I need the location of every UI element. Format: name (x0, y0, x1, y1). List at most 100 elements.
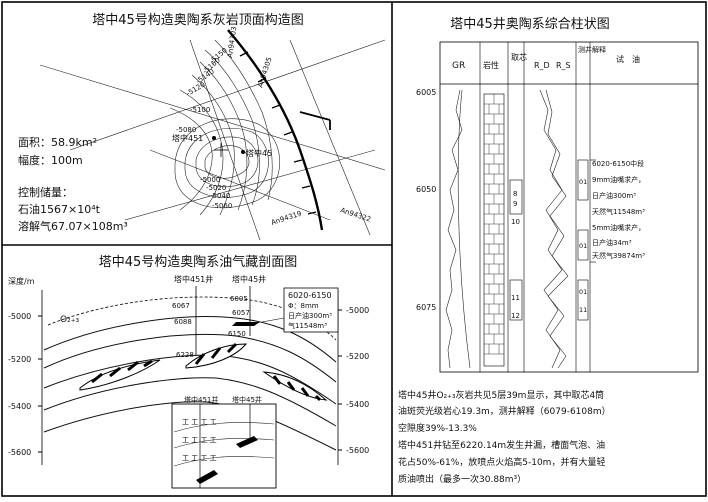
well-451-marker (212, 136, 216, 140)
contour-label: -5080 (176, 126, 196, 134)
contour-label: -5060 (212, 202, 232, 210)
interp-interval (577, 159, 589, 201)
depth-mark: 6150 (228, 330, 246, 338)
pay-zone-marker (232, 322, 260, 326)
right-depth-label: -5400 (346, 400, 369, 409)
test-line: 天然气11548m³ (592, 207, 645, 216)
left-depth-ticks (38, 315, 42, 453)
cross-section-panel: 塔中45号构造奥陶系油气藏剖面图 深度/m -5000 -5200 -5400 … (8, 254, 369, 489)
test-box-line: 6020-6150 (288, 291, 332, 300)
header-rd: R_D (534, 61, 550, 70)
note-line: 塔中451井钻至6220.14m发生井漏，槽面气泡、油 (398, 439, 605, 451)
test-line: 6020-6150中段 (592, 159, 644, 168)
contour-5120 (191, 74, 235, 216)
core-number: 9 (513, 200, 517, 208)
interp-number: 11 (579, 306, 587, 314)
inset-symbols: 工 工 工 工 (182, 454, 217, 462)
relief-label: 幅度：100m (18, 153, 83, 167)
right-depth-label: -5200 (346, 352, 369, 361)
stratum-1 (43, 316, 337, 363)
test-line: 9mm油嘴求产， (592, 175, 645, 184)
column-depth: 6075 (416, 303, 436, 312)
fault-line (227, 29, 324, 231)
right-depth-label: -5600 (346, 446, 369, 455)
gr-curve (445, 89, 463, 369)
contour-5040 (184, 128, 269, 198)
left-depth-label: -5000 (8, 312, 31, 321)
column-depth: 6050 (416, 185, 436, 194)
well-45-label: 塔中45 (246, 148, 272, 158)
column-frame (439, 41, 699, 373)
header-log-interp: 测井解释 (578, 45, 606, 54)
core-interval (509, 179, 523, 215)
structure-map-title: 塔中45号构造奥陶系灰岩顶面构造图 (92, 12, 304, 28)
inset-well-45: 塔中45井 (232, 395, 262, 404)
survey-line-1 (39, 64, 386, 171)
stratum-2 (43, 334, 337, 383)
note-line: 花占50%-61%，放喷点火焰高5-10m，并有大量轻 (398, 456, 605, 468)
test-box-line: 日产油300m³ (288, 311, 332, 320)
left-depth-label: -5200 (8, 355, 31, 364)
core-number: 10 (511, 218, 520, 226)
note-line: 质油喷出（最多一次30.88m³） (398, 473, 526, 485)
test-line: 日产油34m³ (592, 238, 632, 247)
reservoir-right-hatch (272, 375, 322, 402)
left-depth-label: -5400 (8, 402, 31, 411)
reservoir-center (185, 343, 248, 369)
inset-symbols: 工 工 工 工 (182, 436, 217, 444)
inset-well-451: 塔中451井 (184, 395, 218, 404)
test-result-box (283, 287, 339, 333)
contour-5060 (174, 118, 280, 209)
rd-curve (539, 89, 563, 369)
left-depth-label: -5600 (8, 448, 31, 457)
fault-ticks (239, 51, 317, 215)
core-number: 11 (511, 294, 520, 302)
right-depth-label: -5000 (346, 306, 369, 315)
contour-label: -5040 (210, 192, 230, 200)
lithology-column (483, 93, 505, 367)
survey-line-4 (149, 149, 331, 221)
contour-label: -5120 (185, 81, 207, 98)
depth-axis-label: 深度/m (8, 276, 35, 286)
interp-number: 01 (579, 242, 587, 250)
structure-map-panel: 塔中45号构造奥陶系灰岩顶面构造图 -5150 -5160 -5140 -512… (18, 12, 386, 241)
well-451-label: 塔中451 (172, 133, 203, 143)
column-depth: 6005 (416, 88, 436, 97)
stratum-4 (43, 377, 337, 427)
survey-line-5 (189, 39, 261, 241)
test-box-line: 气11548m³ (288, 321, 327, 330)
note-line: 塔中45井O₂₊₃灰岩共见5层39m显示，其中取芯4筒 (398, 389, 604, 401)
contour-5160 (204, 49, 260, 206)
test-line: 天然气39874m³ (592, 251, 645, 260)
formation-label: O₂₊₃ (60, 315, 79, 325)
interp-number: 01 (579, 288, 587, 296)
survey-line-2 (69, 39, 386, 151)
inset-strata (173, 422, 275, 467)
area-label: 面积：58.9km² (18, 136, 97, 149)
rs-curve (545, 89, 569, 369)
reservoir-center-hatch (194, 342, 238, 365)
fault-branch (299, 111, 331, 130)
oil-reserve: 石油1567×10⁴t (18, 202, 101, 216)
interp-number: 01 (579, 178, 587, 186)
survey-line-3 (124, 149, 376, 221)
contour-5020 (195, 136, 259, 188)
header-rs: R_S (556, 61, 571, 70)
line-label: An94322 (339, 206, 371, 223)
depth-mark: 6057 (232, 309, 250, 317)
test-box-line: Φ：8mm (288, 302, 319, 310)
survey-line-6 (289, 39, 371, 236)
column-panel: 塔中45井奥陶系综合柱状图 GR 岩性 取芯 R_D R_S 测井解释 试 油 … (398, 16, 699, 485)
contour-label: -5100 (190, 106, 210, 114)
contour-label: -5020 (206, 184, 226, 192)
contour-label: -5000 (200, 176, 220, 184)
inset-frame (171, 403, 277, 489)
reservoir-left-hatch (91, 359, 153, 384)
depth-mark: 6228 (176, 351, 194, 359)
header-lithology: 岩性 (483, 60, 499, 70)
inset-symbols: 工 工 工 工 (182, 418, 217, 426)
core-interval (509, 279, 523, 321)
well-45-marker (241, 150, 245, 154)
